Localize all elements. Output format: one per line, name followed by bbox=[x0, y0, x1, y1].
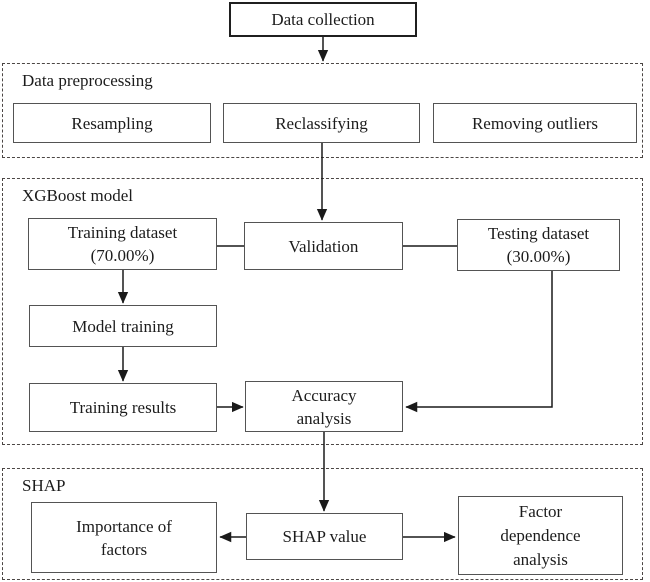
node-accuracy-analysis-line2: analysis bbox=[296, 408, 352, 428]
node-factor-dependence-line2: dependence bbox=[500, 525, 581, 545]
node-removing-outliers-label: Removing outliers bbox=[471, 113, 599, 133]
node-factor-dependence-analysis: Factor dependence analysis bbox=[458, 496, 623, 575]
node-training-dataset: Training dataset (70.00%) bbox=[28, 218, 217, 270]
node-reclassifying-label: Reclassifying bbox=[275, 113, 368, 133]
node-accuracy-analysis: Accuracy analysis bbox=[245, 381, 403, 432]
node-validation-label: Validation bbox=[288, 236, 359, 256]
node-factor-dependence-line3: analysis bbox=[513, 549, 568, 569]
node-removing-outliers: Removing outliers bbox=[433, 103, 637, 143]
node-data-collection: Data collection bbox=[229, 2, 417, 37]
node-training-dataset-line2: (70.00%) bbox=[90, 246, 155, 265]
node-resampling-label: Resampling bbox=[71, 113, 153, 133]
node-shap-value: SHAP value bbox=[246, 513, 403, 560]
node-training-dataset-line1: Training dataset bbox=[67, 223, 178, 242]
node-importance-of-factors-line1: Importance of bbox=[76, 516, 172, 536]
node-resampling: Resampling bbox=[13, 103, 211, 143]
stage-label-shap: SHAP bbox=[22, 476, 66, 495]
node-importance-of-factors: Importance of factors bbox=[31, 502, 217, 573]
stage-label-xgboost-model: XGBoost model bbox=[22, 186, 133, 205]
node-validation: Validation bbox=[244, 222, 403, 270]
stage-shap: SHAP bbox=[2, 468, 643, 580]
node-training-results: Training results bbox=[29, 383, 217, 432]
node-reclassifying: Reclassifying bbox=[223, 103, 420, 143]
stage-label-data-preprocessing: Data preprocessing bbox=[22, 71, 153, 90]
node-model-training-label: Model training bbox=[72, 316, 174, 336]
node-data-collection-label: Data collection bbox=[271, 10, 375, 29]
node-importance-of-factors-line2: factors bbox=[100, 539, 148, 559]
node-factor-dependence-line1: Factor bbox=[518, 501, 563, 521]
node-testing-dataset-line2: (30.00%) bbox=[506, 247, 571, 266]
node-accuracy-analysis-line1: Accuracy bbox=[291, 385, 357, 405]
node-testing-dataset: Testing dataset (30.00%) bbox=[457, 219, 620, 271]
node-testing-dataset-line1: Testing dataset bbox=[487, 224, 590, 243]
node-shap-value-label: SHAP value bbox=[282, 527, 367, 546]
node-model-training: Model training bbox=[29, 305, 217, 347]
node-training-results-label: Training results bbox=[69, 398, 177, 417]
